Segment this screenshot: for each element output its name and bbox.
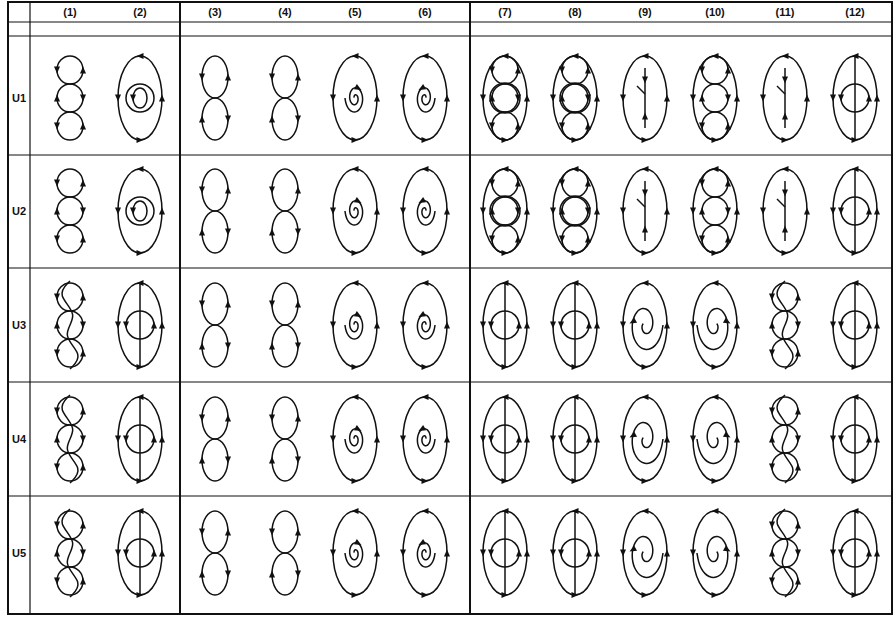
phase-portrait-sketch (690, 166, 740, 256)
column-header: (9) (638, 7, 651, 18)
phase-portrait-sketch (199, 283, 231, 367)
phase-portrait-sketch (269, 56, 301, 140)
column-header: (11) (776, 7, 795, 18)
phase-portrait-sketch (269, 511, 301, 595)
phase-portrait-sketch (830, 53, 880, 143)
phase-portrait-sketch (760, 53, 810, 143)
phase-portrait-sketch (620, 280, 670, 370)
phase-portrait-sketch (115, 166, 165, 256)
phase-portrait-sketch (330, 280, 380, 370)
phase-portrait-sketch (54, 509, 86, 597)
phase-portrait-sketch (54, 56, 86, 140)
row-label: U2 (12, 206, 26, 217)
phase-portrait-sketch (330, 394, 380, 484)
column-header: (5) (348, 7, 361, 18)
phase-portrait-sketch (620, 53, 670, 143)
row-label: U5 (12, 548, 26, 559)
phase-portrait-sketch (830, 280, 880, 370)
phase-portrait-sketch (54, 281, 86, 369)
phase-portrait-sketch (830, 508, 880, 598)
phase-portrait-sketch (690, 394, 740, 484)
phase-portrait-sketch (115, 394, 165, 484)
phase-portrait-sketch (115, 53, 165, 143)
phase-portrait-sketch (480, 166, 530, 256)
phase-portrait-sketch (54, 169, 86, 253)
column-header: (7) (498, 7, 511, 18)
phase-portrait-sketch (480, 53, 530, 143)
phase-portrait-sketch (550, 508, 600, 598)
phase-portrait-sketch (550, 166, 600, 256)
phase-portrait-sketch (400, 53, 450, 143)
phase-portrait-sketch (480, 394, 530, 484)
phase-portrait-sketch (620, 166, 670, 256)
phase-portrait-sketch (330, 53, 380, 143)
phase-portrait-sketch (400, 508, 450, 598)
phase-portrait-sketch (830, 166, 880, 256)
phase-portrait-sketch (550, 53, 600, 143)
phase-portrait-sketch (830, 394, 880, 484)
phase-portrait-sketch (769, 281, 801, 369)
phase-portrait-sketch (199, 511, 231, 595)
phase-portrait-sketch (550, 394, 600, 484)
phase-portrait-sketch (400, 394, 450, 484)
phase-portrait-sketch (550, 280, 600, 370)
phase-portrait-sketch (269, 283, 301, 367)
column-header: (2) (133, 7, 146, 18)
phase-portrait-sketch (54, 395, 86, 483)
phase-portrait-sketch (760, 166, 810, 256)
table-grid (8, 2, 892, 614)
row-label: U1 (12, 93, 26, 104)
column-header: (4) (278, 7, 291, 18)
column-header: (3) (208, 7, 221, 18)
phase-portrait-sketch (330, 508, 380, 598)
phase-portrait-sketch (199, 169, 231, 253)
phase-portrait-sketch (199, 56, 231, 140)
phase-portrait-sketch (690, 53, 740, 143)
column-header: (6) (418, 7, 431, 18)
phase-portrait-sketch (115, 280, 165, 370)
column-header: (1) (63, 7, 76, 18)
phase-portrait-sketch (199, 397, 231, 481)
phase-portrait-sketch (480, 280, 530, 370)
phase-portrait-sketch (400, 166, 450, 256)
phase-portrait-sketch (769, 509, 801, 597)
phase-portrait-sketch (400, 280, 450, 370)
phase-portrait-sketch (330, 166, 380, 256)
column-header: (8) (568, 7, 581, 18)
column-header: (12) (845, 7, 865, 18)
phase-portrait-sketch (620, 394, 670, 484)
phase-portrait-sketch (690, 280, 740, 370)
phase-portrait-sketch (769, 395, 801, 483)
phase-portrait-sketch (115, 508, 165, 598)
phase-portrait-sketch (269, 397, 301, 481)
phase-portrait-sketch (269, 169, 301, 253)
column-header: (10) (705, 7, 725, 18)
phase-portrait-sketch (690, 508, 740, 598)
row-label: U3 (12, 320, 26, 331)
phase-portrait-sketch (620, 508, 670, 598)
phase-portrait-sketch (480, 508, 530, 598)
row-label: U4 (12, 434, 26, 445)
